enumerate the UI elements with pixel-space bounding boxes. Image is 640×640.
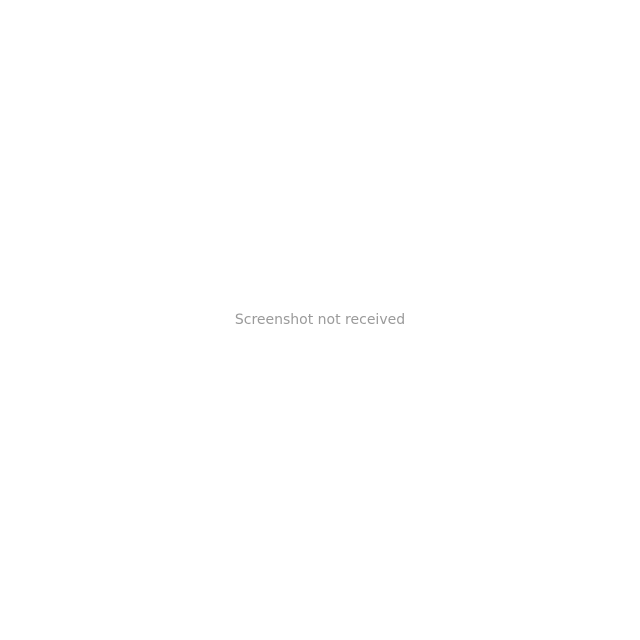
screen-canvas: Screenshot not received (0, 0, 640, 640)
missing-image-notice: Screenshot not received (0, 0, 640, 640)
